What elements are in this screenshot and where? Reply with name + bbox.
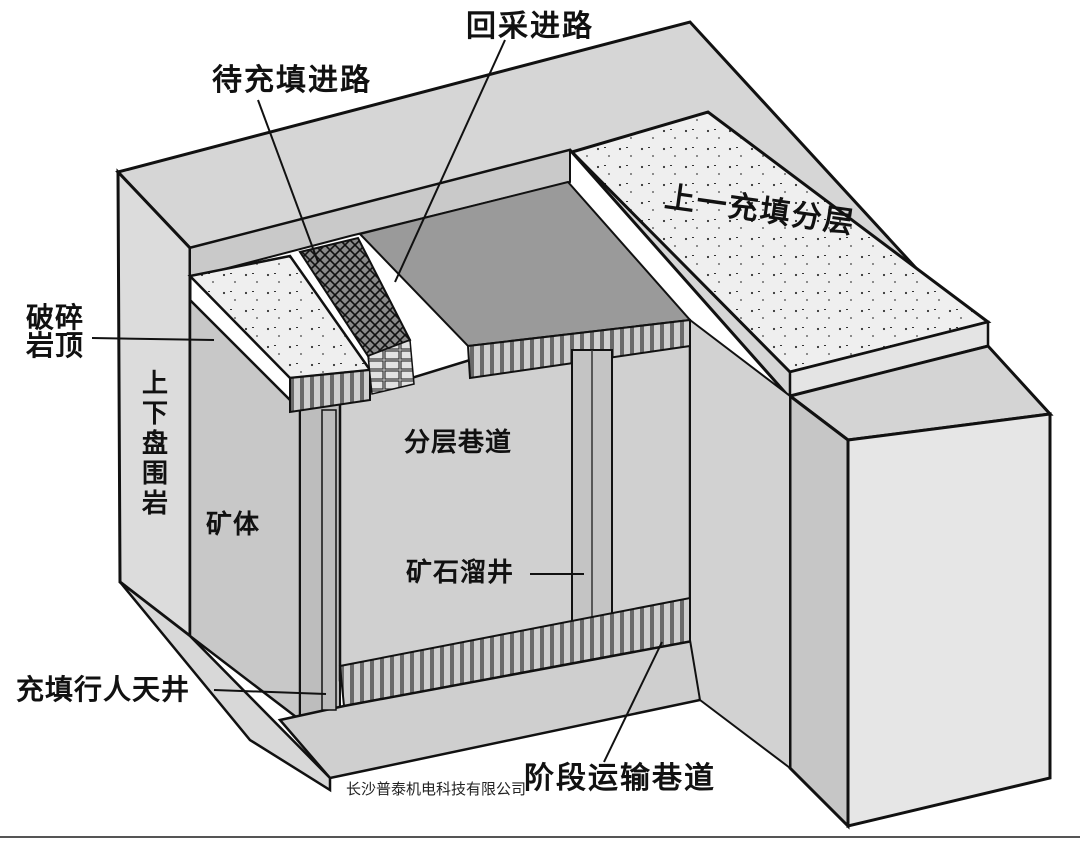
bottom-divider (0, 836, 1080, 838)
label-wall-char1: 上 (141, 369, 168, 399)
leader-to-fill (257, 99, 319, 263)
leader-haulage (603, 641, 663, 763)
label-broken-roof: 破碎 岩顶 (26, 304, 84, 360)
label-broken-roof-line1: 破碎 (26, 301, 85, 334)
label-haulage-drift: 阶段运输巷道 (524, 761, 716, 796)
right-block-front (846, 412, 1052, 828)
label-broken-roof-line2: 岩顶 (26, 329, 85, 362)
label-layer-drift: 分层巷道 (404, 428, 513, 458)
leader-fill-raise (213, 689, 327, 695)
label-fill-raise: 充填行人天井 (16, 673, 191, 706)
label-ore-pass: 矿石溜井 (406, 558, 515, 588)
label-orebody: 矿体 (206, 510, 261, 540)
label-wall-char5: 岩 (141, 488, 168, 519)
label-upper-lower-wall: 上 下 盘 围 岩 (140, 369, 170, 519)
left-fill-slab-edge (289, 368, 371, 414)
leader-recovery (394, 39, 506, 283)
label-wall-char3: 盘 (141, 428, 168, 459)
watermark-company: 长沙普泰机电科技有限公司 (346, 780, 527, 798)
label-recovery-route: 回采进路 (466, 9, 594, 44)
label-wall-char2: 下 (141, 398, 168, 429)
label-to-fill-route: 待充填进路 (212, 63, 372, 98)
brick-wall (367, 338, 415, 395)
right-block-side (788, 392, 850, 830)
label-wall-char4: 围 (141, 458, 168, 489)
right-block-inner-wall (689, 317, 791, 771)
fill-raise (321, 409, 337, 711)
outer-bottom-left (119, 581, 332, 793)
leader-broken-roof (91, 337, 215, 341)
